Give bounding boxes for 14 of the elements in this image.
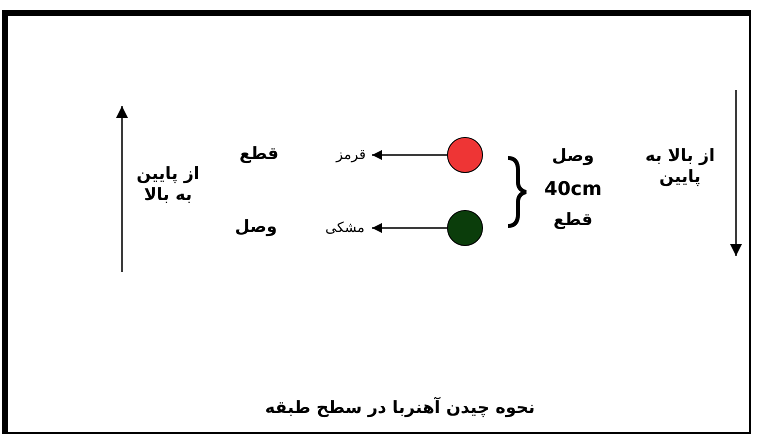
magnet-circle xyxy=(447,210,483,246)
arrow xyxy=(372,150,447,160)
state-label: وصل xyxy=(234,217,278,238)
state-label: وصل xyxy=(550,146,596,168)
dimension-label: 40cm xyxy=(543,178,603,202)
caption: نحوه چیدن آهنربا در سطح طبقه xyxy=(265,398,535,420)
state-label: قطع xyxy=(552,210,594,232)
state-label: قطع xyxy=(238,144,280,166)
direction-label: از بالا به پایین xyxy=(644,146,716,188)
color-label: مشکی xyxy=(318,216,372,240)
direction-label: از پایین به بالا xyxy=(136,164,200,206)
color-label: قرمز xyxy=(330,143,372,167)
arrow xyxy=(372,223,447,233)
magnet-circle xyxy=(447,137,483,173)
